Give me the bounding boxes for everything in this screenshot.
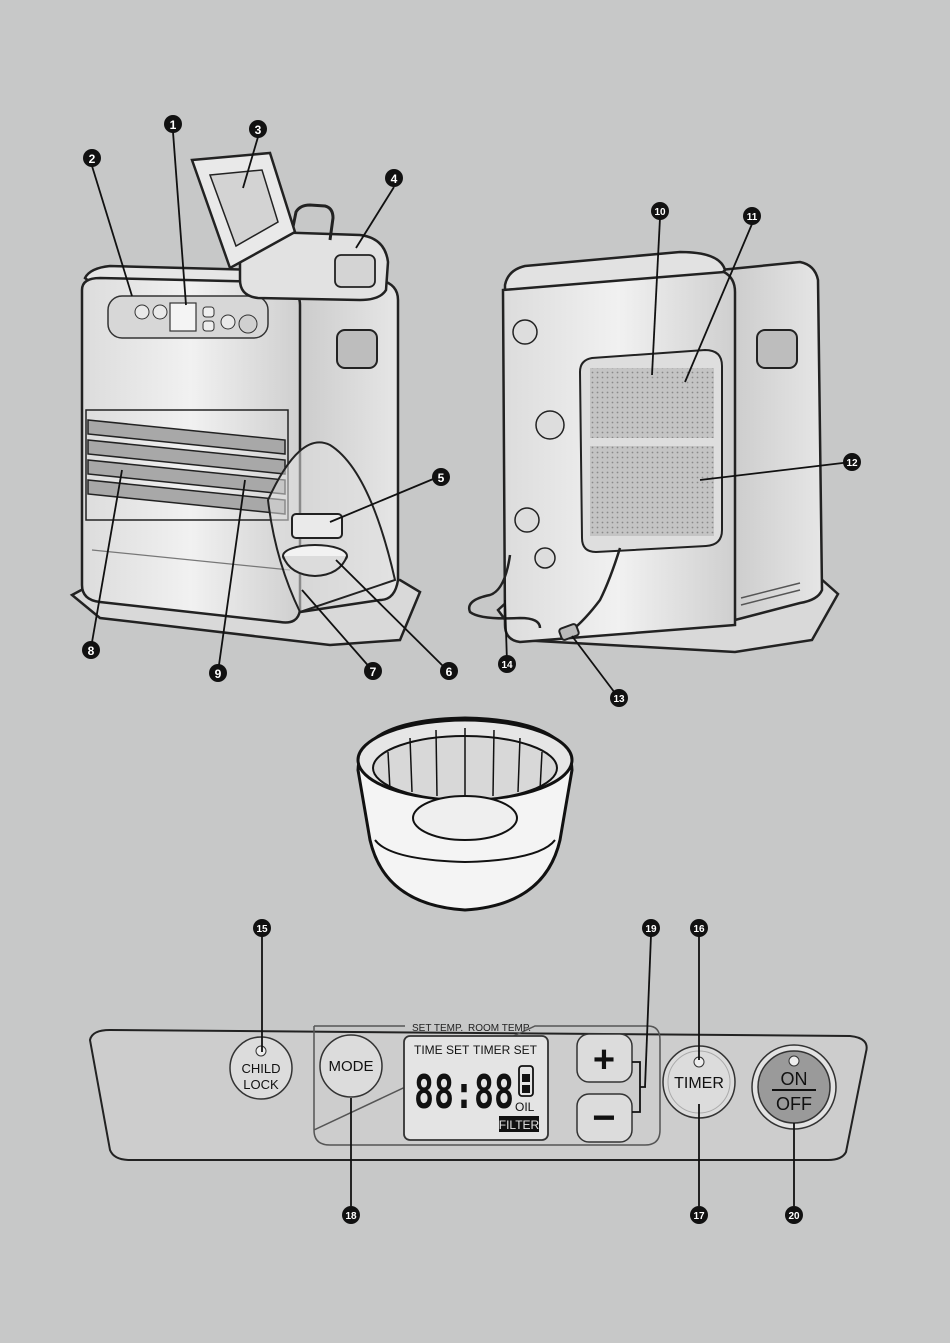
lcd-timer-set-label: TIMER SET xyxy=(473,1043,538,1057)
callout-7: 7 xyxy=(364,662,382,680)
mode-label: MODE xyxy=(329,1058,374,1075)
callout-9: 9 xyxy=(209,664,227,682)
lcd-digits: 88:88 xyxy=(414,1065,514,1119)
svg-text:14: 14 xyxy=(501,660,513,671)
callout-19: 19 xyxy=(642,919,660,937)
callout-20: 20 xyxy=(785,1206,803,1224)
panel-set-temp-label: SET TEMP. xyxy=(412,1023,463,1034)
svg-text:1: 1 xyxy=(170,118,177,132)
callout-15: 15 xyxy=(253,919,271,937)
child-lock-label-line1: CHILD xyxy=(241,1061,280,1076)
callout-11: 11 xyxy=(743,207,761,225)
callout-12: 12 xyxy=(843,453,861,471)
callout-2: 2 xyxy=(83,149,101,167)
svg-text:9: 9 xyxy=(215,667,222,681)
callout-16: 16 xyxy=(690,919,708,937)
lcd-filter-label: FILTER xyxy=(499,1118,540,1132)
minus-label: − xyxy=(592,1096,615,1140)
timer-label: TIMER xyxy=(674,1075,724,1092)
timer-button[interactable]: TIMER xyxy=(662,1045,736,1119)
callout-4: 4 xyxy=(385,169,403,187)
svg-text:11: 11 xyxy=(747,212,758,223)
callout-10: 10 xyxy=(651,202,669,220)
oil-filter-cup-illustration xyxy=(356,716,574,912)
svg-text:12: 12 xyxy=(846,458,858,469)
control-panel: SET TEMP. ROOM TEMP. CHILD LOCK MODE TIM… xyxy=(88,1023,868,1161)
oil-level-icon xyxy=(518,1065,534,1097)
callout-1: 1 xyxy=(164,115,182,133)
child-lock-label-line2: LOCK xyxy=(243,1077,279,1092)
rear-heater-illustration xyxy=(467,250,840,654)
callout-3: 3 xyxy=(249,120,267,138)
on-label: ON xyxy=(781,1069,808,1089)
svg-text:8: 8 xyxy=(88,644,95,658)
svg-text:7: 7 xyxy=(370,665,377,679)
leader-lines xyxy=(90,131,852,1206)
svg-text:20: 20 xyxy=(788,1211,800,1222)
svg-text:17: 17 xyxy=(693,1211,705,1222)
callout-6: 6 xyxy=(440,662,458,680)
svg-text:18: 18 xyxy=(345,1211,357,1222)
lcd-time-set-label: TIME SET xyxy=(414,1043,470,1057)
plus-label: + xyxy=(593,1039,615,1081)
svg-text:16: 16 xyxy=(693,924,705,935)
panel-room-temp-label: ROOM TEMP. xyxy=(468,1023,531,1034)
mode-button[interactable]: MODE xyxy=(319,1034,383,1098)
front-heater-illustration xyxy=(69,151,422,647)
svg-text:19: 19 xyxy=(645,924,657,935)
svg-text:6: 6 xyxy=(446,665,453,679)
lcd-display: TIME SET TIMER SET 88:88 OIL FILTER xyxy=(403,1035,549,1141)
callout-14: 14 xyxy=(498,655,516,673)
on-off-button[interactable]: ON OFF xyxy=(751,1044,837,1130)
svg-text:2: 2 xyxy=(89,152,96,166)
plus-button[interactable]: + xyxy=(576,1033,633,1083)
svg-text:4: 4 xyxy=(391,172,398,186)
callout-8: 8 xyxy=(82,641,100,659)
callout-18: 18 xyxy=(342,1206,360,1224)
minus-button[interactable]: − xyxy=(576,1093,633,1143)
svg-text:15: 15 xyxy=(256,924,268,935)
child-lock-button[interactable]: CHILD LOCK xyxy=(229,1036,293,1100)
svg-text:13: 13 xyxy=(613,694,625,705)
callout-13: 13 xyxy=(610,689,628,707)
off-label: OFF xyxy=(776,1094,812,1114)
svg-text:10: 10 xyxy=(654,207,666,218)
callout-17: 17 xyxy=(690,1206,708,1224)
svg-text:3: 3 xyxy=(255,123,262,137)
lcd-oil-label: OIL xyxy=(515,1100,535,1114)
callout-5: 5 xyxy=(432,468,450,486)
power-indicator-light xyxy=(788,1055,800,1067)
svg-text:5: 5 xyxy=(438,471,445,485)
